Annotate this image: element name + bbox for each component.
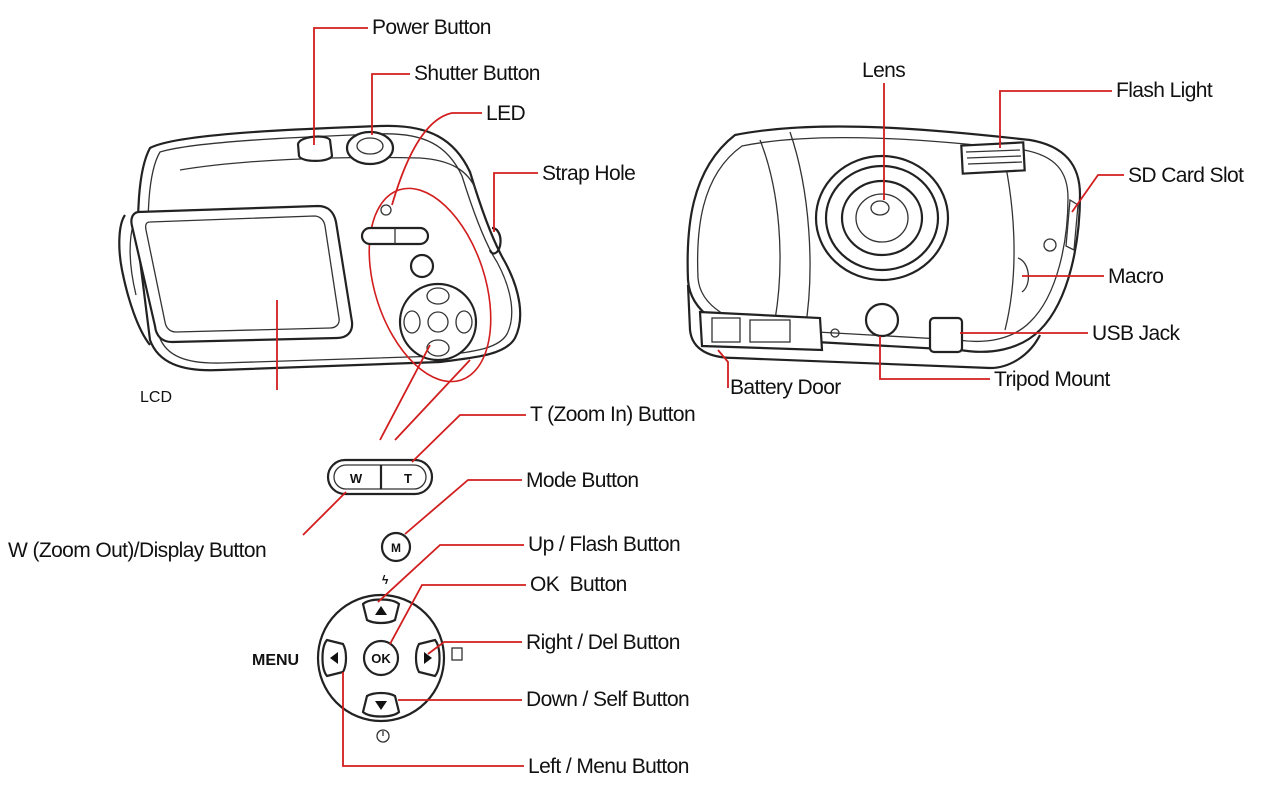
up-arrow-icon xyxy=(375,606,387,615)
label-led: LED xyxy=(486,102,525,125)
label-up-flash-button: Up / Flash Button xyxy=(528,533,680,556)
label-macro: Macro xyxy=(1108,265,1163,288)
leader-lines xyxy=(276,27,1124,767)
labels: Power Button Shutter Button LED Strap Ho… xyxy=(8,16,1245,778)
label-flash-light: Flash Light xyxy=(1116,79,1213,102)
label-usb-jack: USB Jack xyxy=(1092,322,1180,345)
m-button-mark: M xyxy=(391,541,401,555)
right-arrow-icon xyxy=(424,652,432,664)
camera-back-view xyxy=(118,124,522,383)
label-sd-card-slot: SD Card Slot xyxy=(1128,164,1244,187)
label-down-self-button: Down / Self Button xyxy=(526,688,689,711)
zoom-buttons: W T xyxy=(326,458,434,496)
label-w-zoom-out-display-button: W (Zoom Out)/Display Button xyxy=(8,539,266,562)
trash-icon xyxy=(451,647,463,661)
down-arrow-icon xyxy=(375,701,387,710)
enlarged-controls: W T M ϟ OK xyxy=(316,344,471,743)
ok-button-mark: OK xyxy=(371,651,391,666)
label-battery-door: Battery Door xyxy=(730,376,841,399)
timer-icon xyxy=(376,729,390,743)
mode-button-enlarged: M ϟ xyxy=(380,531,412,587)
camera-front-view xyxy=(686,125,1082,370)
label-shutter-button: Shutter Button xyxy=(414,62,540,85)
label-t-zoom-in-button: T (Zoom In) Button xyxy=(530,403,695,426)
label-ok-button: OK Button xyxy=(530,573,627,596)
label-left-menu-button: Left / Menu Button xyxy=(528,755,689,778)
dpad-enlarged: OK xyxy=(316,593,463,743)
label-lcd: LCD xyxy=(140,389,172,406)
label-menu: MENU xyxy=(252,652,299,669)
label-tripod-mount: Tripod Mount xyxy=(994,368,1111,391)
label-right-del-button: Right / Del Button xyxy=(526,631,680,654)
flash-icon: ϟ xyxy=(382,573,389,587)
label-mode-button: Mode Button xyxy=(526,469,638,492)
t-button-mark: T xyxy=(404,471,412,486)
label-lens: Lens xyxy=(862,59,905,82)
label-power-button: Power Button xyxy=(372,16,491,39)
label-strap-hole: Strap Hole xyxy=(542,162,635,185)
w-button-mark: W xyxy=(350,471,363,486)
left-arrow-icon xyxy=(330,652,338,664)
